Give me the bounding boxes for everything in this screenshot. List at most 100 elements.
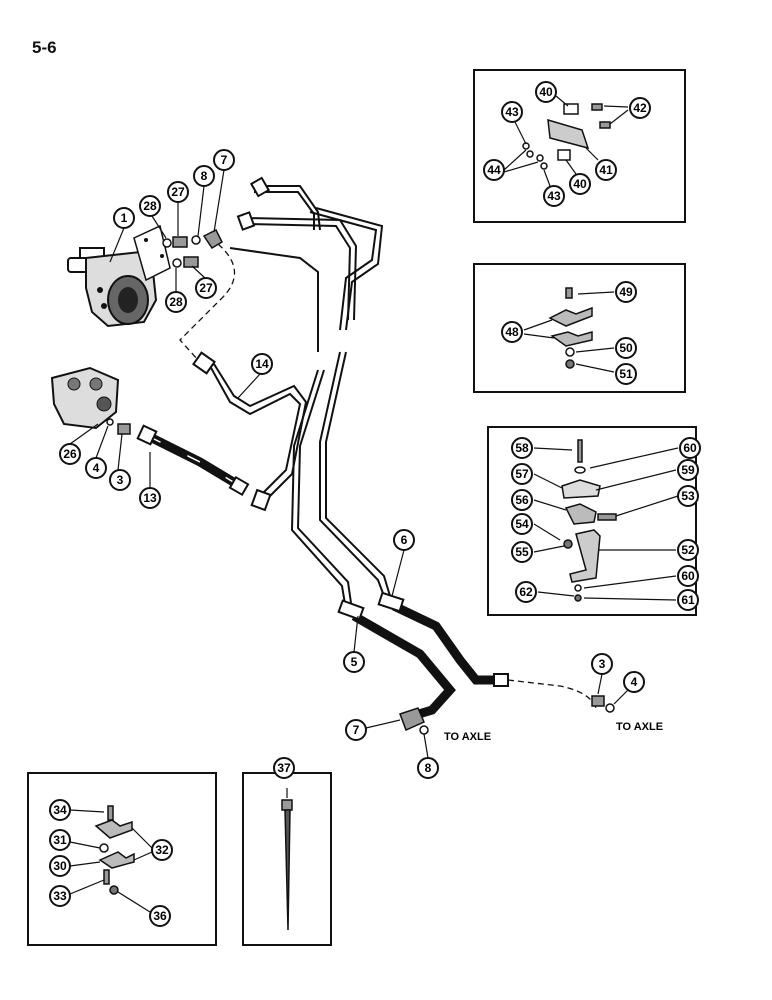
strap-37: [281, 788, 293, 931]
callout-27-lower: 27: [195, 277, 217, 299]
dashed-connection-lower: [507, 679, 597, 709]
callout-49: 49: [615, 281, 637, 303]
svg-text:53: 53: [681, 489, 695, 503]
svg-text:40: 40: [539, 85, 553, 99]
callout-1: 1: [113, 207, 135, 229]
callout-14: 14: [251, 353, 273, 375]
inset4-leaders: [69, 809, 153, 913]
svg-text:56: 56: [515, 493, 529, 507]
dashed-connection-upper: [179, 243, 236, 361]
callout-7-upper: 7: [213, 149, 235, 171]
inset2-leaders: [523, 291, 615, 373]
inset2-parts: [548, 287, 593, 369]
callout-34: 34: [49, 799, 71, 821]
to-axle-label-left: TO AXLE: [444, 731, 491, 743]
svg-text:41: 41: [599, 163, 613, 177]
callout-62: 62: [515, 581, 537, 603]
svg-text:14: 14: [255, 357, 269, 371]
svg-text:60: 60: [681, 569, 695, 583]
callout-4-right: 4: [623, 671, 645, 693]
svg-text:42: 42: [633, 101, 647, 115]
inset-box-bracket-40-44: [473, 69, 686, 223]
inset-box-bracket-52-62: [487, 426, 697, 616]
inset3-leaders: [533, 447, 679, 601]
callout-51: 51: [615, 363, 637, 385]
priority-valve: [50, 366, 131, 435]
callout-32: 32: [151, 839, 173, 861]
callout-5: 5: [343, 651, 365, 673]
callout-40-bottom: 40: [569, 173, 591, 195]
callout-33: 33: [49, 885, 71, 907]
inset3-parts: [561, 439, 617, 602]
callout-43-top: 43: [501, 101, 523, 123]
svg-text:27: 27: [199, 281, 213, 295]
inset1-leaders: [503, 95, 629, 187]
svg-text:36: 36: [153, 909, 167, 923]
callout-31: 31: [49, 829, 71, 851]
to-axle-label-right: TO AXLE: [616, 721, 663, 733]
inset1-parts: [522, 103, 611, 170]
callout-58: 58: [511, 437, 533, 459]
callout-41: 41: [595, 159, 617, 181]
svg-text:62: 62: [519, 585, 533, 599]
svg-text:51: 51: [619, 367, 633, 381]
svg-text:60: 60: [683, 441, 697, 455]
callout-36: 36: [149, 905, 171, 927]
callout-54: 54: [511, 513, 533, 535]
svg-text:13: 13: [143, 491, 157, 505]
svg-text:3: 3: [117, 473, 124, 487]
svg-text:49: 49: [619, 285, 633, 299]
callout-55: 55: [511, 541, 533, 563]
callout-43-bottom: 43: [543, 185, 565, 207]
svg-text:27: 27: [171, 185, 185, 199]
callout-26: 26: [59, 443, 81, 465]
callout-27-upper: 27: [167, 181, 189, 203]
callout-56: 56: [511, 489, 533, 511]
callout-59: 59: [677, 459, 699, 481]
svg-text:59: 59: [681, 463, 695, 477]
callout-3-left: 3: [109, 469, 131, 491]
callout-28-upper: 28: [139, 195, 161, 217]
callout-4-left: 4: [85, 457, 107, 479]
svg-text:26: 26: [63, 447, 77, 461]
hydraulic-tubes: [209, 185, 391, 611]
svg-text:6: 6: [401, 533, 408, 547]
svg-text:3: 3: [599, 657, 606, 671]
svg-text:55: 55: [515, 545, 529, 559]
svg-text:33: 33: [53, 889, 67, 903]
svg-text:4: 4: [93, 461, 100, 475]
callout-8-upper: 8: [193, 165, 215, 187]
svg-text:4: 4: [631, 675, 638, 689]
svg-text:31: 31: [53, 833, 67, 847]
callout-44: 44: [483, 159, 505, 181]
callout-48: 48: [501, 321, 523, 343]
main-leaders: [69, 169, 629, 759]
svg-text:54: 54: [515, 517, 529, 531]
svg-text:40: 40: [573, 177, 587, 191]
tube-end-fittings: [192, 176, 272, 512]
svg-text:52: 52: [681, 543, 695, 557]
callout-53: 53: [677, 485, 699, 507]
svg-text:37: 37: [277, 761, 291, 775]
callout-57: 57: [511, 463, 533, 485]
callout-7-lower: 7: [345, 719, 367, 741]
callout-60-bottom: 60: [677, 565, 699, 587]
svg-text:1: 1: [121, 211, 128, 225]
gasket-plate: [133, 224, 171, 282]
svg-text:32: 32: [155, 843, 169, 857]
svg-text:28: 28: [143, 199, 157, 213]
callout-52: 52: [677, 539, 699, 561]
svg-text:48: 48: [505, 325, 519, 339]
svg-text:57: 57: [515, 467, 529, 481]
inset-box-clamp-48-51: [473, 263, 686, 393]
svg-text:8: 8: [425, 761, 432, 775]
svg-text:61: 61: [681, 593, 695, 607]
svg-text:7: 7: [221, 153, 228, 167]
callout-3-right: 3: [591, 653, 613, 675]
svg-text:28: 28: [169, 295, 183, 309]
hose-13: [136, 424, 250, 497]
inset-box-clamp-30-36: [27, 772, 217, 946]
svg-text:30: 30: [53, 859, 67, 873]
svg-text:43: 43: [505, 105, 519, 119]
